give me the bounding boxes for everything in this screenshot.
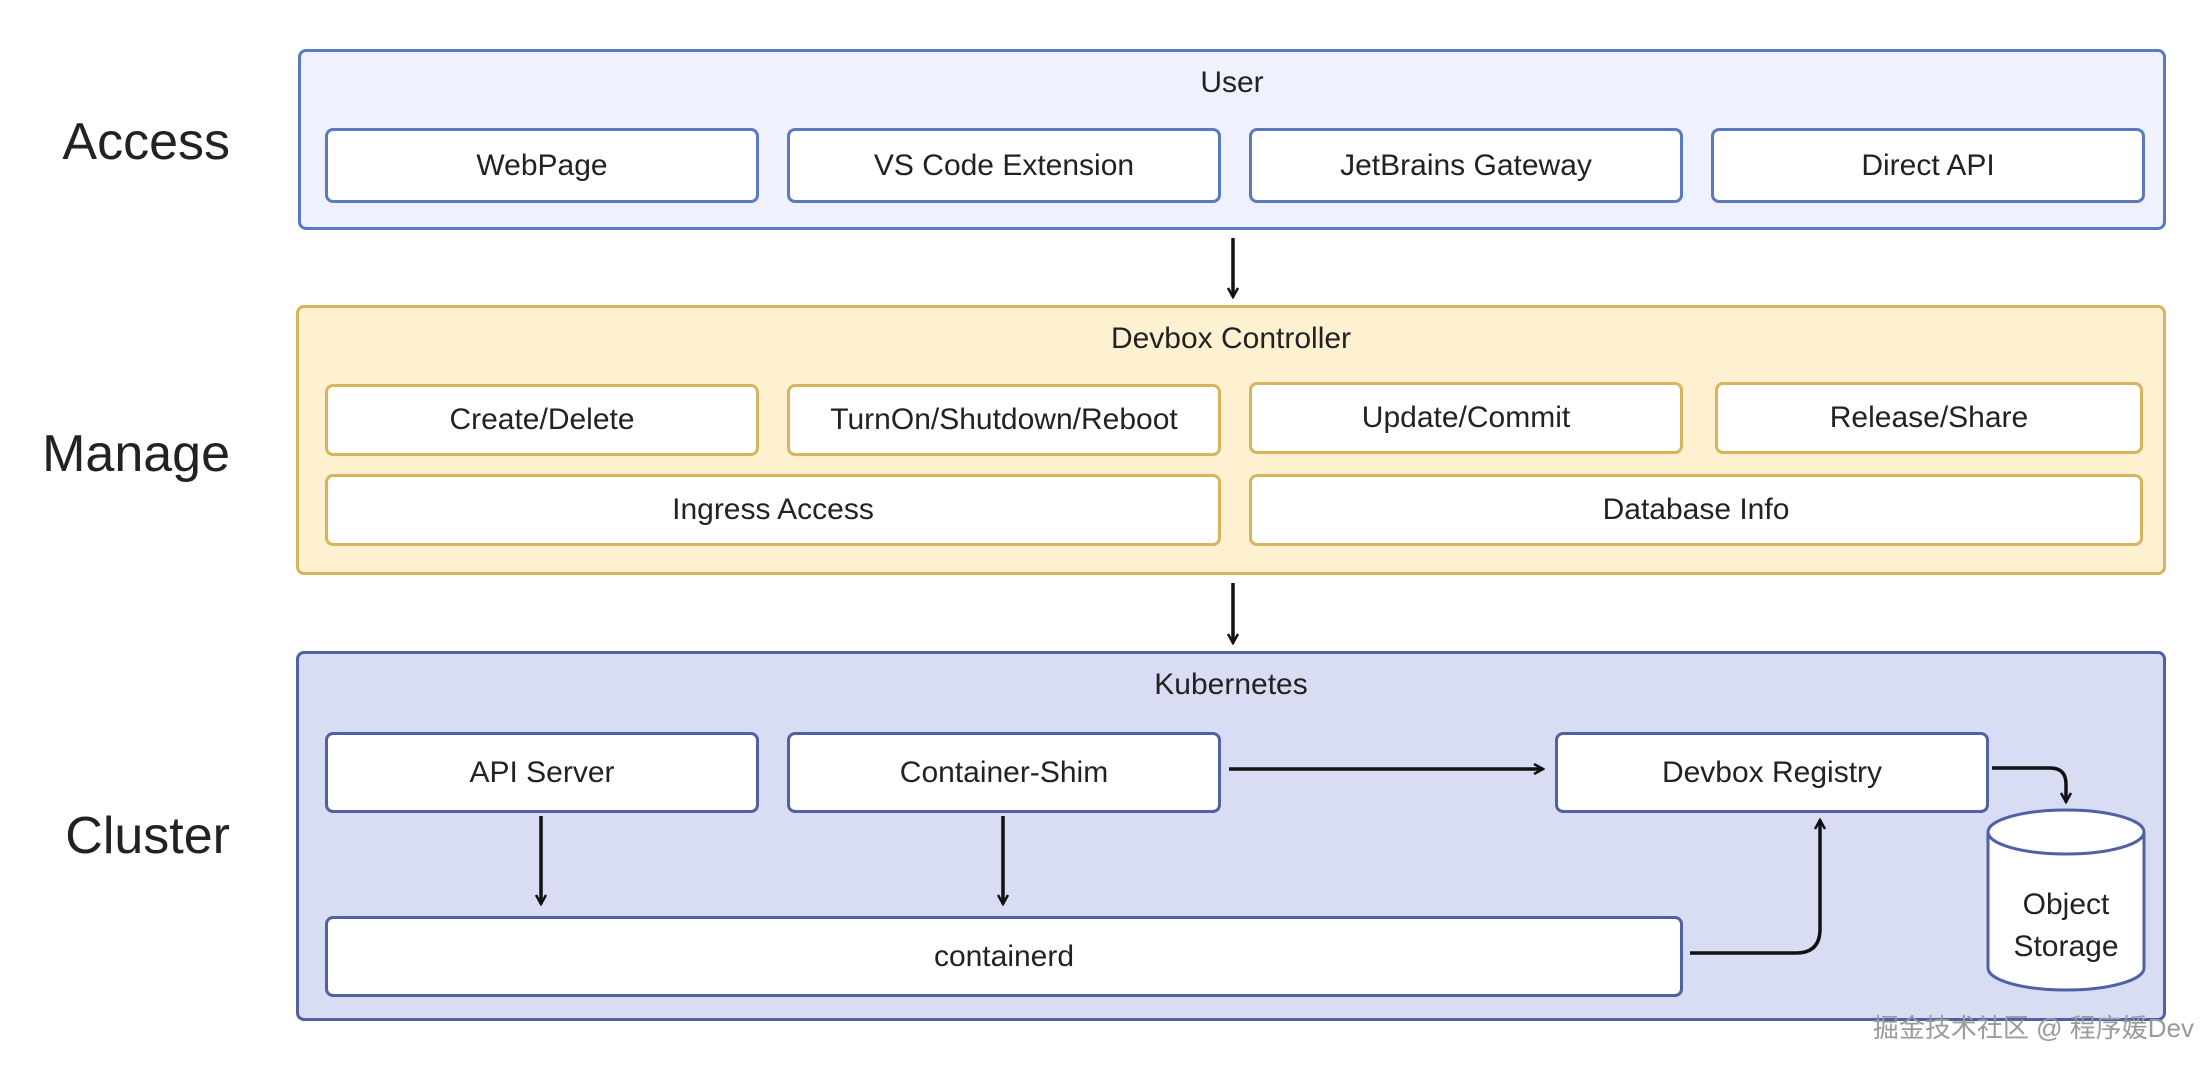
container-shim-box: Container-Shim xyxy=(787,732,1221,813)
vscode-extension-box: VS Code Extension xyxy=(787,128,1221,203)
kubernetes-title: Kubernetes xyxy=(1154,668,1308,701)
watermark: 掘金技术社区 @ 程序媛Dev xyxy=(1872,1013,2194,1043)
webpage-box: WebPage xyxy=(325,128,759,203)
devbox-controller-title: Devbox Controller xyxy=(1110,322,1352,355)
cluster-panel: Kubernetes API Server Container-Shim Dev… xyxy=(296,651,2166,1021)
user-title: User xyxy=(1200,66,1264,99)
api-server-box: API Server xyxy=(325,732,759,813)
object-storage-label: Object Storage xyxy=(1988,884,2144,968)
manage-layer-label: Manage xyxy=(42,425,230,483)
turnon-shutdown-reboot-box: TurnOn/Shutdown/Reboot xyxy=(787,384,1221,456)
ingress-access-box: Ingress Access xyxy=(325,474,1221,546)
object-storage-line2: Storage xyxy=(2013,930,2119,963)
jetbrains-gateway-box: JetBrains Gateway xyxy=(1249,128,1683,203)
access-layer-label: Access xyxy=(62,113,230,171)
access-panel: User WebPage VS Code Extension JetBrains… xyxy=(298,49,2166,230)
release-share-box: Release/Share xyxy=(1715,382,2143,454)
update-commit-box: Update/Commit xyxy=(1249,382,1683,454)
cluster-layer-label: Cluster xyxy=(65,807,230,865)
direct-api-box: Direct API xyxy=(1711,128,2145,203)
create-delete-box: Create/Delete xyxy=(325,384,759,456)
object-storage-line1: Object xyxy=(2022,888,2110,921)
database-info-box: Database Info xyxy=(1249,474,2143,546)
manage-panel: Devbox Controller Create/Delete TurnOn/S… xyxy=(296,305,2166,575)
devbox-registry-box: Devbox Registry xyxy=(1555,732,1989,813)
containerd-box: containerd xyxy=(325,916,1683,997)
